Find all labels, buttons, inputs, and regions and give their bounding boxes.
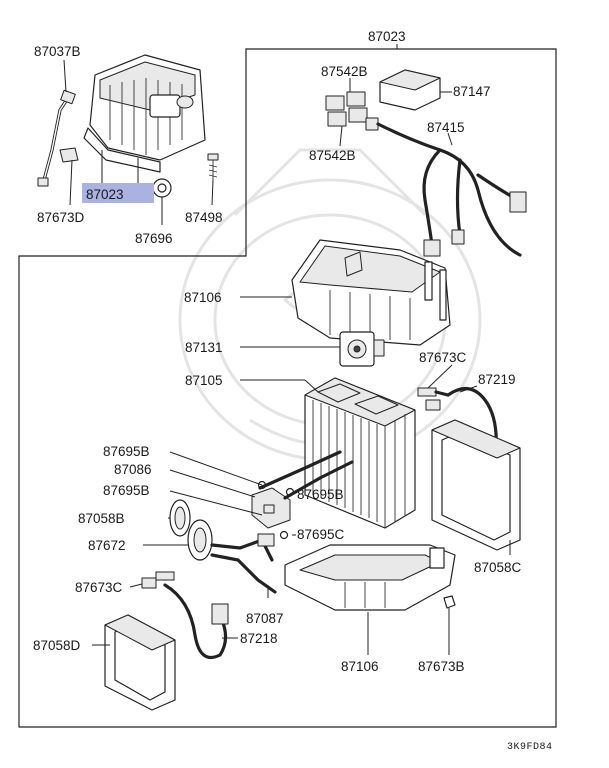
- label-87673B: 87673B: [418, 659, 465, 674]
- label-87087: 87087: [246, 611, 284, 626]
- label-87105: 87105: [185, 373, 223, 388]
- part-87105-evaporator: [304, 377, 416, 529]
- label-87498: 87498: [185, 210, 223, 225]
- label-87106-top: 87106: [184, 290, 222, 305]
- leader-87695B-2: [169, 490, 263, 516]
- highlight-87023: [82, 183, 154, 203]
- label-87086: 87086: [114, 462, 152, 477]
- leader-87542B-bot: [339, 125, 343, 147]
- label-87673C-left: 87673C: [75, 580, 123, 595]
- label-87218: 87218: [240, 631, 278, 646]
- part-87218-sensor: [141, 571, 229, 660]
- label-87037B: 87037B: [34, 44, 81, 59]
- part-87058D-seal: [104, 614, 176, 711]
- label-87131: 87131: [185, 340, 223, 355]
- part-87415-harness: [365, 117, 527, 257]
- leader-87673D: [69, 159, 73, 206]
- label-87023-inset: 87023: [86, 187, 124, 202]
- part-87131-actuator: [339, 331, 385, 367]
- label-87673C-right: 87673C: [419, 350, 467, 365]
- part-87672-grommet: [187, 519, 213, 561]
- leader-87105-b: [304, 379, 319, 393]
- part-87086-expansion-valve: [251, 450, 354, 540]
- leader-87695B-1: [169, 451, 263, 486]
- label-87219: 87219: [478, 372, 516, 387]
- label-87058B: 87058B: [78, 511, 125, 526]
- leader-87219: [459, 385, 478, 393]
- part-87106-upper-housing: [291, 239, 451, 346]
- label-87147: 87147: [453, 84, 491, 99]
- label-87695B-2: 87695B: [103, 483, 150, 498]
- label-87415: 87415: [427, 120, 465, 135]
- part-87673B-clip: [443, 595, 456, 609]
- label-87695C: 87695C: [297, 527, 345, 542]
- part-87058B-ring: [169, 499, 191, 537]
- label-87695B-3: 87695B: [297, 487, 344, 502]
- main-frame: [18, 48, 557, 728]
- leader-87415: [447, 132, 453, 146]
- label-87672: 87672: [88, 538, 126, 553]
- part-87147-module: [379, 69, 441, 111]
- label-87673D: 87673D: [37, 210, 85, 225]
- label-87696: 87696: [135, 231, 173, 246]
- part-87106-lower-housing: [284, 544, 456, 611]
- leader-87086: [169, 469, 256, 498]
- part-87087-pipe: [210, 533, 277, 594]
- leader-87037B: [63, 59, 67, 93]
- diagram-code: 3K9FD84: [507, 742, 553, 753]
- part-87058C-seal: [431, 419, 521, 551]
- leader-87673C-right: [427, 364, 453, 389]
- label-87106-bot: 87106: [341, 659, 379, 674]
- leader-87498: [211, 179, 214, 206]
- label-87023-main: 87023: [368, 29, 406, 44]
- part-87542B-relays: [325, 91, 368, 127]
- label-87695B-1: 87695B: [103, 444, 150, 459]
- label-87058C: 87058C: [474, 560, 522, 575]
- inset-blower-assembly: 87037B 87023 87673D 87696 87498: [34, 44, 223, 246]
- label-87542B-bot: 87542B: [309, 148, 356, 163]
- leader-87673C-left: [129, 583, 143, 588]
- label-87058D: 87058D: [33, 638, 81, 653]
- label-87542B-top: 87542B: [321, 64, 368, 79]
